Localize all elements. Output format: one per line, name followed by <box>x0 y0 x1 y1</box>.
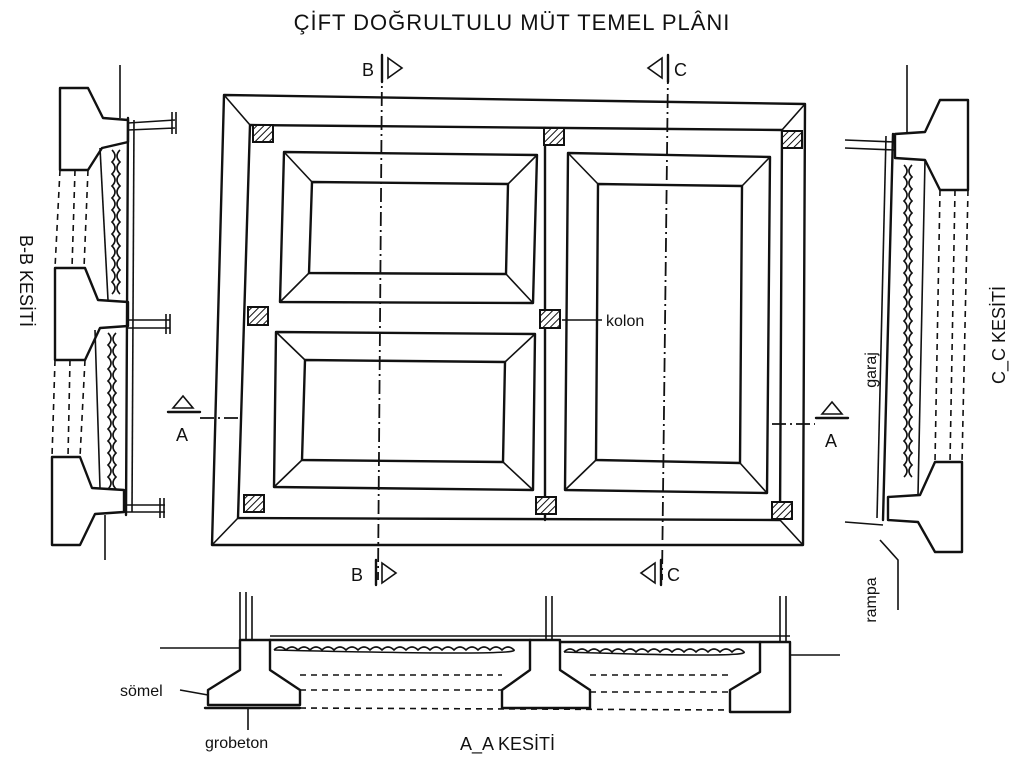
section-a-letter: A <box>176 425 188 445</box>
section-c-marker-bottom: C <box>639 558 680 587</box>
column <box>247 306 269 326</box>
column <box>243 494 265 513</box>
gravel-fill <box>110 149 116 295</box>
garaj-label: garaj <box>863 352 880 388</box>
section-bb: B-B KESİTİ <box>16 65 177 560</box>
section-aa-title: A_A KESİTİ <box>460 734 555 755</box>
section-b-marker-bottom: B <box>351 558 398 587</box>
gravel-fill <box>902 164 908 478</box>
columns <box>243 124 803 520</box>
section-cc-title: C_C KESİTİ <box>989 286 1010 384</box>
section-c-letter: C <box>667 565 680 585</box>
section-b-marker-top: B <box>362 53 404 84</box>
column <box>535 496 557 515</box>
mat-outer-edge <box>210 93 807 547</box>
gravel-fill <box>563 648 745 656</box>
slab-panel-right <box>563 151 772 495</box>
column <box>252 124 274 143</box>
column <box>543 127 565 146</box>
kolon-label: kolon <box>606 313 644 330</box>
somel-label: sömel <box>120 683 163 700</box>
grobeton-label: grobeton <box>205 735 268 752</box>
slab-panel-top-left <box>278 150 539 305</box>
column <box>539 309 561 329</box>
section-c-letter: C <box>674 60 687 80</box>
gravel-fill <box>273 646 515 654</box>
section-b-letter: B <box>362 60 374 80</box>
gravel-fill <box>106 332 112 490</box>
mat-foundation-plan: kolon B C B C A <box>166 53 850 587</box>
section-cc: garaj rampa C_C KESİTİ <box>844 65 1010 623</box>
section-bb-title: B-B KESİTİ <box>16 235 36 327</box>
slab-panel-bottom-left <box>272 330 537 492</box>
section-c-marker-top: C <box>646 53 687 84</box>
section-a-marker-right: A <box>814 400 850 451</box>
rampa-label: rampa <box>863 577 880 622</box>
plan-title: ÇİFT DOĞRULTULU MÜT TEMEL PLÂNI <box>294 10 731 35</box>
column <box>781 130 803 149</box>
section-a-marker-left: A <box>166 394 202 445</box>
column <box>771 501 793 520</box>
section-aa: sömel grobeton A_A KESİTİ <box>120 592 840 755</box>
section-b-letter: B <box>351 565 363 585</box>
section-a-letter: A <box>825 431 837 451</box>
section-c-cut-line <box>661 69 669 581</box>
section-b-cut-line <box>377 67 383 581</box>
